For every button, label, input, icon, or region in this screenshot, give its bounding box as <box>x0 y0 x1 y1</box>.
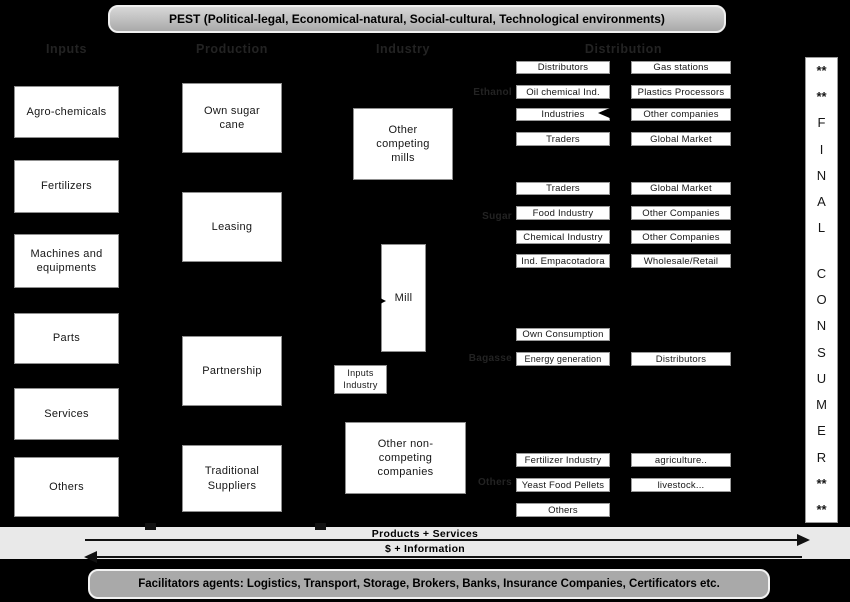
consumer-char: E <box>817 423 826 439</box>
industry-box-mill: Mill <box>381 244 426 352</box>
inputs-box-fertilizers: Fertilizers <box>14 160 119 213</box>
dist-box: Food Industry <box>516 206 610 220</box>
products-services-arrow-line <box>85 539 799 541</box>
dist-box: Distributors <box>631 352 731 366</box>
connector-stub <box>315 523 326 530</box>
dist-box: Gas stations <box>631 61 731 74</box>
consumer-char: N <box>816 167 827 183</box>
connector-stub <box>145 523 156 530</box>
products-services-label: Products + Services <box>371 528 479 540</box>
header-distribution: Distribution <box>584 42 663 56</box>
industry-box-non-competing: Other non-competing companies <box>345 422 466 494</box>
production-box-own-sugar-cane: Own sugar cane <box>182 83 282 153</box>
inputs-box-machines: Machines and equipments <box>14 234 119 288</box>
dist-box: Others <box>516 503 610 517</box>
consumer-char: F <box>817 115 826 131</box>
facilitators-banner: Facilitators agents: Logistics, Transpor… <box>88 569 770 599</box>
production-box-leasing: Leasing <box>182 192 282 262</box>
product-label-sugar: Sugar <box>482 211 512 222</box>
dist-box: Other companies <box>631 108 731 121</box>
inputs-box-agro-chemicals: Agro-chemicals <box>14 86 119 138</box>
dist-box: Global Market <box>631 132 731 146</box>
inputs-box-parts: Parts <box>14 313 119 364</box>
arrowhead-left <box>84 551 97 563</box>
consumer-char: N <box>816 318 827 334</box>
consumer-char: A <box>817 194 826 210</box>
consumer-char: O <box>816 292 827 308</box>
product-label-others: Others <box>477 477 512 488</box>
product-label-ethanol: Ethanol <box>473 87 512 98</box>
arrowhead-into-mill <box>376 296 386 306</box>
product-label-bagasse: Bagasse <box>468 353 512 364</box>
arrowhead-right <box>797 534 810 546</box>
consumer-char: ** <box>816 475 827 491</box>
dist-box: Energy generation <box>516 352 610 366</box>
dist-box: Wholesale/Retail <box>631 254 731 268</box>
production-box-traditional-suppliers: Traditional Suppliers <box>182 445 282 512</box>
inputs-box-services: Services <box>14 388 119 440</box>
dist-box: Ind. Empacotadora <box>516 254 610 268</box>
pest-banner: PEST (Political-legal, Economical-natura… <box>108 5 726 33</box>
dist-box: Plastics Processors <box>631 85 731 99</box>
header-production: Production <box>196 42 268 56</box>
dist-box: Industries <box>516 108 610 121</box>
final-consumer-box: ** ** F I N A L C O N S U M E R ** ** <box>805 57 838 523</box>
consumer-char: ** <box>816 501 827 517</box>
dist-box: Oil chemical Ind. <box>516 85 610 99</box>
industry-box-inputs-industry: Inputs Industry <box>334 365 387 394</box>
dist-box: Traders <box>516 182 610 195</box>
dist-box: Fertilizer Industry <box>516 453 610 467</box>
consumer-char: M <box>816 397 827 413</box>
industry-box-other-competing-mills: Other competing mills <box>353 108 453 180</box>
dist-box: Other Companies <box>631 206 731 220</box>
dist-box: livestock... <box>631 478 731 492</box>
dist-box: Chemical Industry <box>516 230 610 244</box>
dist-box: Global Market <box>631 182 731 195</box>
production-box-partnership: Partnership <box>182 336 282 406</box>
money-information-arrow-line <box>95 556 802 558</box>
dist-box: Traders <box>516 132 610 146</box>
dist-box: agriculture.. <box>631 453 731 467</box>
dist-box: Yeast Food Pellets <box>516 478 610 492</box>
consumer-char: S <box>817 344 826 360</box>
header-industry: Industry <box>375 42 431 56</box>
money-information-label: $ + Information <box>384 543 466 555</box>
flow-band <box>0 527 850 559</box>
consumer-char: U <box>816 370 827 386</box>
consumer-char: I <box>819 141 824 157</box>
consumer-char: ** <box>816 63 827 78</box>
consumer-char: ** <box>816 89 827 105</box>
consumer-char: L <box>817 220 826 236</box>
dist-box: Own Consumption <box>516 328 610 341</box>
consumer-char: C <box>816 265 827 281</box>
inputs-box-others: Others <box>14 457 119 517</box>
consumer-char: R <box>816 449 827 465</box>
dist-box: Other Companies <box>631 230 731 244</box>
arrowhead-into-industries <box>598 107 612 119</box>
dist-box: Distributors <box>516 61 610 74</box>
header-inputs: Inputs <box>45 42 88 56</box>
